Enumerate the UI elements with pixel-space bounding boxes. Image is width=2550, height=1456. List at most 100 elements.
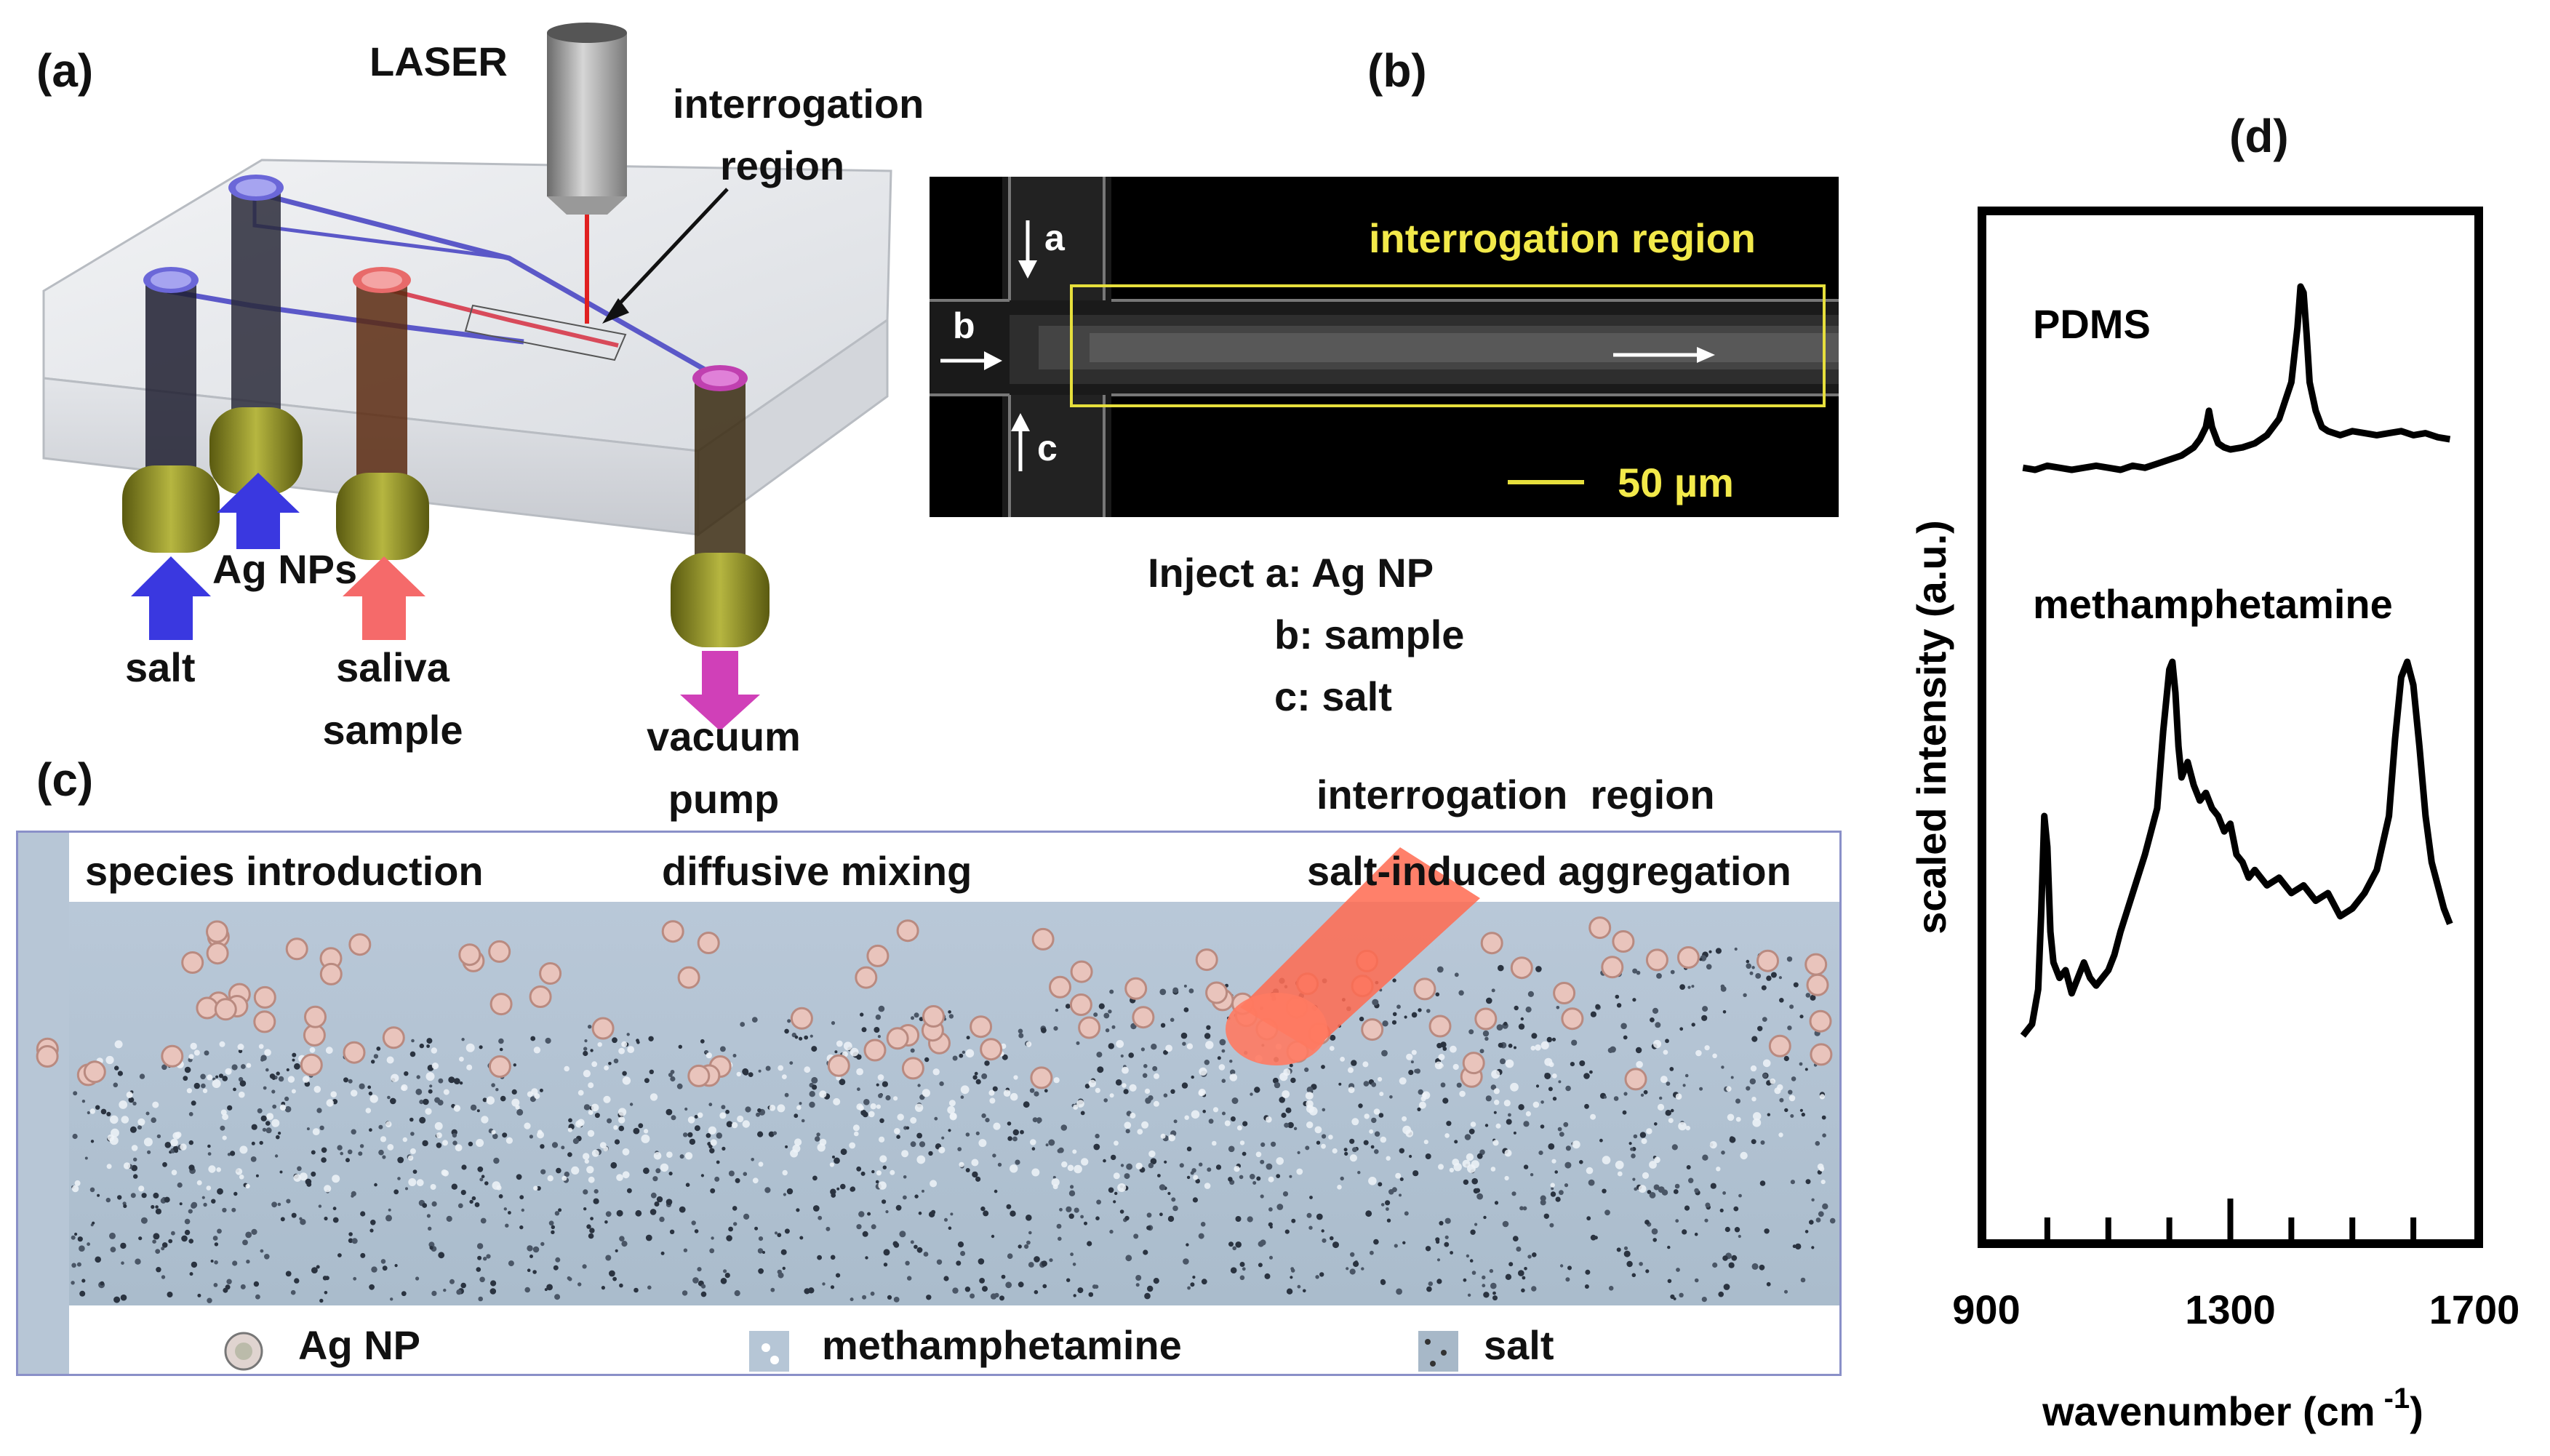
salt-particle	[614, 1139, 620, 1145]
salt-particle	[123, 1204, 127, 1208]
salt-particle	[1557, 1127, 1562, 1132]
methamphetamine-molecule	[850, 1047, 859, 1057]
salt-particle	[292, 1052, 297, 1057]
methamphetamine-molecule	[644, 1129, 649, 1134]
salt-particle	[545, 1037, 551, 1044]
salt-particle	[1126, 1163, 1132, 1170]
salt-particle	[1508, 1113, 1511, 1117]
salt-particle	[188, 1239, 193, 1244]
salt-particle	[1183, 984, 1187, 988]
methamphetamine-molecule	[829, 1162, 834, 1167]
salt-particle	[668, 1172, 673, 1176]
salt-particle	[1804, 1068, 1808, 1071]
salt-particle	[397, 1177, 401, 1180]
methamphetamine-molecule	[591, 1103, 599, 1112]
salt-particle	[676, 1083, 683, 1089]
salt-particle	[615, 1249, 618, 1252]
salt-particle	[311, 1171, 316, 1177]
salt-particle	[944, 1217, 948, 1222]
salt-particle	[239, 1080, 247, 1087]
methamphetamine-molecule	[660, 1163, 669, 1172]
salt-particle	[607, 1118, 612, 1124]
salt-particle	[251, 1141, 255, 1145]
methamphetamine-molecule	[641, 1134, 650, 1143]
salt-particle	[1788, 1089, 1793, 1095]
salt-particle	[1491, 988, 1495, 993]
methamphetamine-molecule	[1348, 1067, 1354, 1073]
methamphetamine-molecule	[351, 1089, 358, 1097]
salt-particle	[649, 1069, 654, 1074]
salt-particle	[1616, 1247, 1621, 1252]
salt-particle	[265, 1121, 271, 1126]
methamphetamine-molecule	[1819, 1166, 1825, 1172]
methamphetamine-molecule	[123, 1162, 131, 1169]
salt-particle	[700, 1039, 705, 1044]
salt-particle	[914, 1194, 919, 1199]
x-tick-label-1700: 1700	[2429, 1287, 2520, 1332]
salt-particle	[245, 1231, 252, 1239]
salt-particle	[1373, 1239, 1379, 1245]
salt-particle	[319, 1298, 324, 1303]
salt-particle	[654, 1201, 660, 1207]
salt-particle	[860, 1012, 864, 1017]
methamphetamine-molecule	[1449, 1167, 1455, 1173]
methamphetamine-molecule	[89, 1108, 95, 1114]
salt-particle	[1204, 1033, 1211, 1039]
salt-particle	[257, 1108, 263, 1113]
salt-particle	[461, 1164, 467, 1170]
salt-particle	[1144, 1292, 1151, 1300]
salt-particle	[1622, 1110, 1627, 1115]
methamphetamine-molecule	[1204, 1183, 1211, 1189]
salt-particle	[449, 1279, 455, 1284]
salt-particle	[1343, 1148, 1348, 1152]
salt-particle	[1316, 1213, 1323, 1220]
ag-np-particle	[1205, 981, 1228, 1004]
salt-particle	[612, 1276, 617, 1281]
salt-particle	[1602, 1188, 1607, 1193]
salt-particle	[862, 1231, 868, 1237]
salt-particle	[1285, 1107, 1292, 1113]
salt-particle	[184, 1218, 191, 1225]
salt-particle	[429, 1246, 433, 1250]
methamphetamine-molecule	[1010, 1092, 1018, 1101]
methamphetamine-molecule	[1819, 1094, 1825, 1100]
salt-particle	[948, 1226, 952, 1230]
salt-particle	[1829, 1217, 1836, 1224]
salt-particle	[519, 1225, 524, 1230]
salt-particle	[1471, 1177, 1478, 1185]
salt-particle	[451, 1183, 457, 1190]
x-ticks	[2044, 1199, 2417, 1239]
salt-particle	[242, 1239, 248, 1246]
salt-particle	[965, 1132, 970, 1137]
salt-particle	[1639, 1132, 1647, 1138]
salt-particle	[1551, 1187, 1554, 1191]
salt-particle	[291, 1212, 297, 1218]
methamphetamine-molecule	[599, 1142, 607, 1148]
ag-np-particle	[304, 1005, 327, 1028]
salt-particle	[1042, 1284, 1047, 1289]
methamphetamine-molecule	[409, 1148, 416, 1154]
methamphetamine-molecule	[1116, 1040, 1124, 1048]
salt-particle	[1074, 1207, 1079, 1213]
salt-particle	[1077, 1287, 1084, 1294]
salt-particle	[1699, 1087, 1703, 1091]
salt-particle	[1623, 1035, 1628, 1040]
salt-particle	[1652, 1007, 1659, 1014]
salt-particle	[893, 1297, 900, 1303]
ag-np-particle	[196, 996, 219, 1020]
salt-particle	[1103, 1012, 1110, 1019]
salt-particle	[505, 1223, 509, 1228]
salt-particle	[962, 1050, 966, 1054]
methamphetamine-molecule	[196, 1180, 202, 1185]
salt-particle	[709, 1148, 715, 1153]
salt-particle	[260, 1057, 265, 1062]
salt-particle	[794, 1035, 799, 1039]
salt-particle	[1623, 1092, 1628, 1096]
salt-particle	[1105, 1028, 1110, 1033]
methamphetamine-molecule	[1074, 1164, 1082, 1174]
salt-particle	[260, 1249, 264, 1253]
salt-particle	[1095, 1216, 1100, 1220]
salt-particle	[716, 1160, 720, 1164]
salt-particle	[382, 1155, 386, 1159]
salt-particle	[214, 1260, 218, 1265]
